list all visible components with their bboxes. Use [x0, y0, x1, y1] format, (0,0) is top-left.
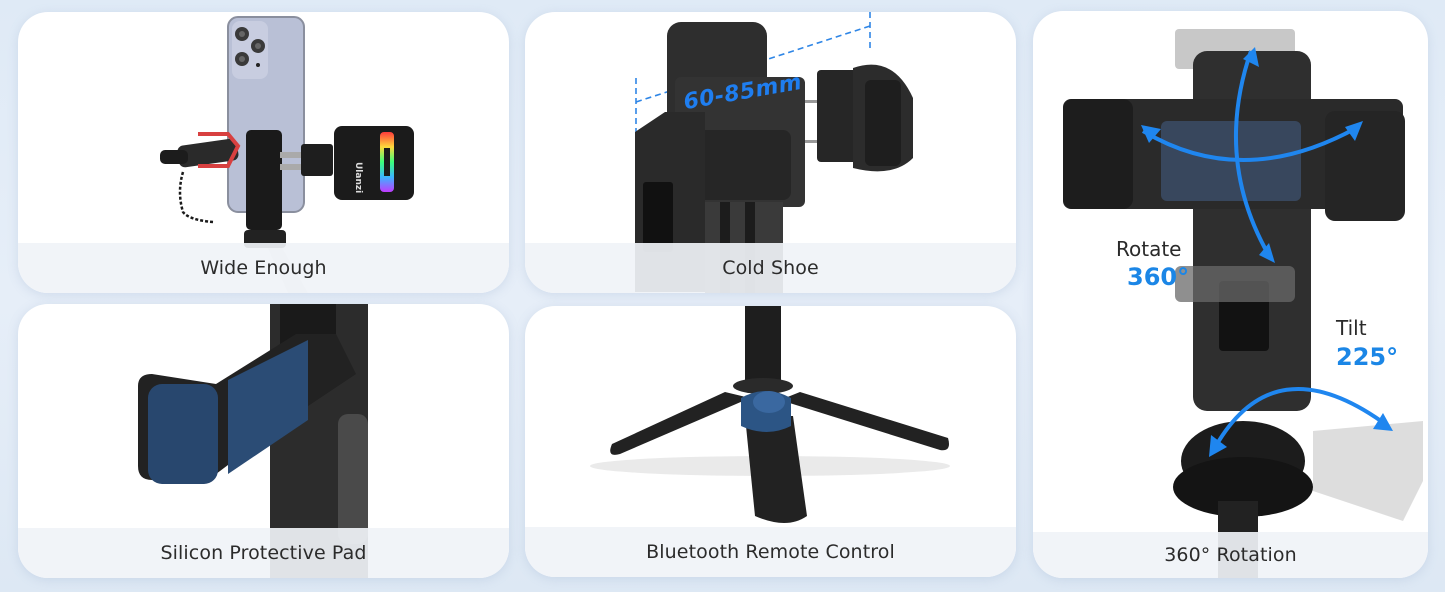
panel-caption: Bluetooth Remote Control	[646, 541, 895, 563]
panel-wide-enough: Ulanzi Wide Enough	[18, 12, 509, 293]
ulanzi-logo-text: Ulanzi	[353, 162, 363, 193]
phone-mount-with-accessories-image: Ulanzi	[160, 16, 414, 293]
panel-caption: Wide Enough	[200, 257, 327, 279]
caption-band: Silicon Protective Pad	[18, 528, 509, 578]
panel-bluetooth-remote: Bluetooth Remote Control	[525, 306, 1016, 577]
rotating-clamp-image	[1063, 29, 1423, 578]
caption-band: Bluetooth Remote Control	[525, 527, 1016, 577]
rotate-value: 360°	[1127, 263, 1190, 291]
tilt-value: 225°	[1336, 343, 1399, 371]
panel-silicon-pad: Silicon Protective Pad	[18, 304, 509, 578]
panel-caption: Silicon Protective Pad	[160, 542, 367, 564]
caption-band: 360° Rotation	[1033, 532, 1428, 578]
caption-band: Wide Enough	[18, 243, 509, 293]
tilt-label: Tilt	[1336, 316, 1367, 340]
panel-cold-shoe: 60-85mm Cold Shoe	[525, 12, 1016, 293]
caption-band: Cold Shoe	[525, 243, 1016, 293]
panel-caption: 360° Rotation	[1164, 544, 1297, 566]
panel-caption: Cold Shoe	[722, 257, 819, 279]
clamp-jaw-silicone-pad-image	[138, 304, 368, 578]
panel-rotation: Rotate 360° Tilt 225° 360° Rotation	[1033, 11, 1428, 578]
rotate-label: Rotate	[1116, 237, 1182, 261]
tripod-with-remote-image	[590, 306, 950, 523]
